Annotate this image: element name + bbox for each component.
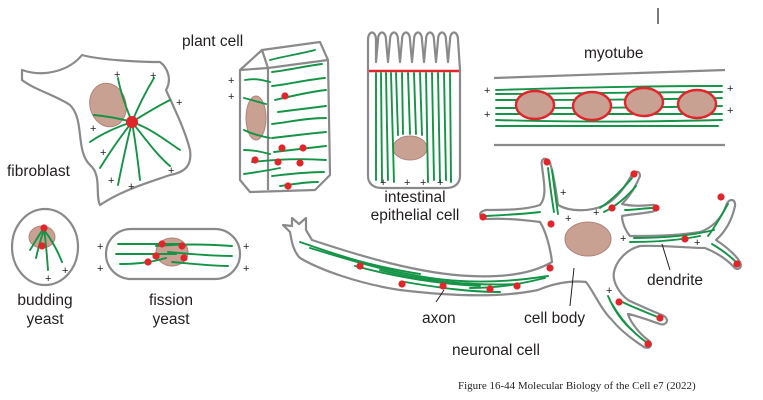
myotube-nuclei (514, 86, 718, 122)
svg-text:+: + (420, 177, 426, 189)
svg-text:+: + (168, 165, 174, 177)
budding-yeast-cell (10, 207, 80, 287)
neuron-axon-microtubules (299, 241, 549, 293)
label-fission-yeast: yeast (152, 311, 190, 328)
neuron-nucleation-sites (356, 158, 741, 348)
label-plant-cell: plant cell (182, 33, 244, 50)
svg-text:+: + (97, 263, 103, 275)
svg-text:+: + (243, 263, 249, 275)
neuron-dendrite-microtubules (485, 167, 737, 343)
fibroblast-cell (20, 53, 192, 207)
label-fibroblast: fibroblast (7, 163, 70, 180)
myotube-cell (493, 68, 726, 147)
plant-cell (238, 40, 332, 194)
svg-text:+: + (484, 85, 490, 97)
svg-text:+: + (243, 241, 249, 253)
svg-text:+: + (620, 233, 626, 245)
fission-yeast-cell (104, 227, 242, 281)
intestinal-epithelial-cell (366, 31, 462, 190)
neuronal-cell (281, 157, 742, 349)
label-budding-yeast: yeast (26, 311, 64, 328)
intestinal-cell-microtubules (375, 72, 452, 183)
fibroblast-membrane (20, 53, 192, 207)
neuron-nucleus (564, 221, 612, 257)
label-epithelial-cell: epithelial cell (370, 207, 460, 224)
svg-text:+: + (565, 213, 571, 225)
label-intestinal: intestinal (384, 189, 446, 206)
label-fission: fission (149, 292, 193, 309)
svg-text:+: + (606, 285, 612, 297)
myotube-membrane-top (493, 68, 726, 80)
svg-text:+: + (90, 123, 96, 135)
svg-text:+: + (484, 109, 490, 121)
svg-text:+: + (228, 75, 234, 87)
fibroblast-centrosome (126, 116, 138, 128)
intestinal-cell-nucleus (392, 135, 428, 161)
label-cell-body: cell body (524, 310, 586, 327)
fission-yeast-nucleation-sites (144, 240, 188, 266)
svg-text:+: + (108, 175, 114, 187)
label-axon: axon (422, 310, 456, 327)
plus-end-markers: + + + + + + + + + + + + + + + + + + + + … (45, 69, 733, 297)
svg-text:+: + (45, 273, 51, 285)
svg-text:+: + (62, 265, 68, 277)
svg-text:+: + (97, 241, 103, 253)
figure-caption: Figure 16-44 Molecular Biology of the Ce… (458, 380, 696, 392)
svg-text:+: + (560, 187, 566, 199)
plant-cell-nucleation-sites (251, 92, 307, 190)
svg-text:+: + (128, 181, 134, 193)
svg-text:+: + (114, 69, 120, 81)
svg-text:+: + (694, 237, 700, 249)
svg-text:+: + (727, 105, 733, 117)
svg-text:+: + (100, 147, 106, 159)
neuron-membrane (281, 157, 742, 349)
svg-text:+: + (437, 177, 443, 189)
plant-cell-nucleus (245, 95, 267, 141)
svg-text:+: + (150, 70, 156, 82)
label-dendrite: dendrite (647, 272, 704, 289)
svg-text:+: + (228, 91, 234, 103)
plant-cell-microtubules (243, 49, 327, 187)
svg-text:+: + (727, 83, 733, 95)
svg-text:+: + (593, 207, 599, 219)
label-myotube: myotube (584, 45, 644, 62)
svg-text:+: + (404, 177, 410, 189)
svg-text:+: + (176, 97, 182, 109)
label-neuronal-cell: neuronal cell (452, 342, 540, 359)
label-pointer-lines (435, 243, 671, 307)
label-budding: budding (17, 292, 73, 309)
svg-text:+: + (380, 177, 386, 189)
